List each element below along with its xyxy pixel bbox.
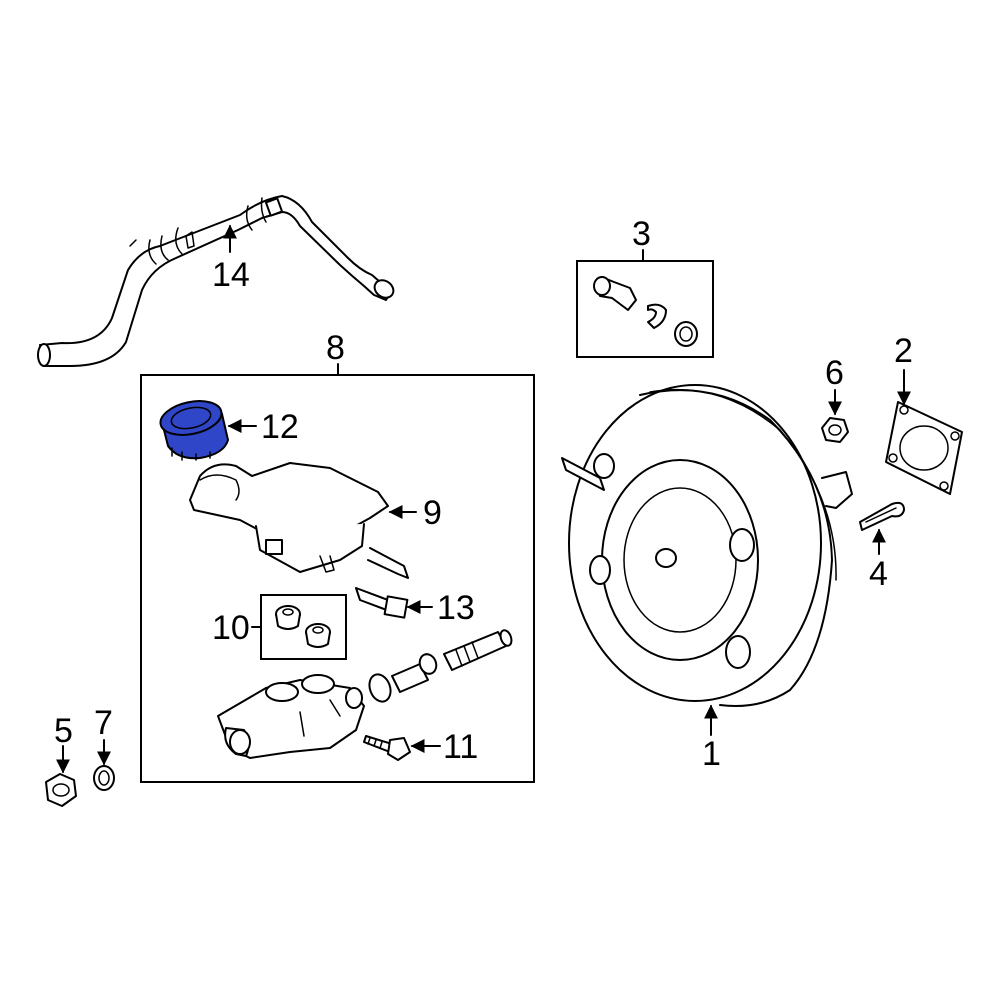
cotter-pin[interactable]: [859, 501, 905, 531]
fluid-level-sensor[interactable]: [355, 587, 409, 619]
callout-7: 7: [94, 704, 113, 742]
nut[interactable]: [45, 773, 77, 807]
clevis-pin-kit-box: [576, 260, 714, 358]
master-cylinder-seal-kit[interactable]: [366, 629, 514, 705]
reservoir-grommets[interactable]: [275, 605, 331, 648]
callout-8: 8: [326, 329, 345, 367]
booster-nut[interactable]: [821, 417, 849, 443]
booster-gasket[interactable]: [885, 401, 963, 495]
callout-9: 9: [423, 494, 442, 532]
vacuum-hose[interactable]: [37, 195, 397, 367]
brake-fluid-reservoir[interactable]: [189, 462, 409, 579]
callout-12: 12: [261, 408, 299, 446]
callout-14: 14: [212, 256, 250, 294]
reservoir-cap[interactable]: [157, 396, 230, 461]
callout-5: 5: [54, 712, 73, 750]
mounting-bolt[interactable]: [363, 735, 411, 761]
callout-4: 4: [869, 555, 888, 593]
grommets-box: [260, 594, 347, 660]
clevis-pin-kit[interactable]: [593, 276, 698, 347]
washer[interactable]: [93, 765, 115, 791]
brake-booster[interactable]: [561, 384, 853, 707]
callout-2: 2: [894, 332, 913, 370]
callout-11: 11: [443, 728, 478, 766]
callout-10: 10: [212, 609, 250, 647]
callout-13: 13: [437, 589, 475, 627]
callout-1: 1: [702, 735, 721, 773]
master-cylinder[interactable]: [217, 674, 365, 759]
callout-6: 6: [825, 354, 844, 392]
callout-3: 3: [632, 215, 651, 253]
